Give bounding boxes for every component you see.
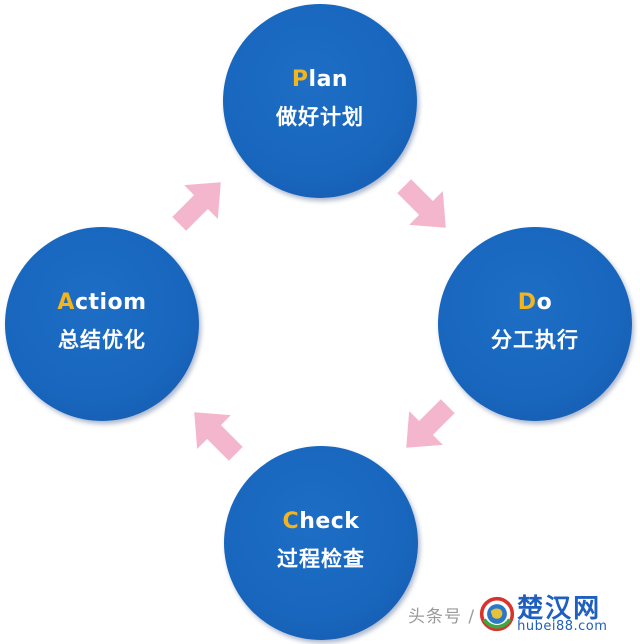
arrow-down-right-icon bbox=[390, 172, 460, 242]
globe-logo-icon bbox=[479, 596, 515, 632]
arrow-down-left-icon bbox=[392, 392, 462, 462]
node-act-subtitle: 总结优化 bbox=[58, 328, 146, 352]
arrow-up-left-icon bbox=[180, 398, 250, 468]
node-plan: Plan 做好计划 bbox=[223, 4, 417, 198]
node-do-subtitle: 分工执行 bbox=[491, 328, 579, 352]
accent-letter: D bbox=[517, 290, 537, 315]
node-plan-title: Plan bbox=[292, 67, 348, 93]
accent-letter: P bbox=[291, 67, 309, 92]
watermark: 头条号 / 楚汉网 hubei88.com bbox=[408, 592, 607, 636]
title-rest: lan bbox=[308, 67, 349, 92]
node-plan-subtitle: 做好计划 bbox=[276, 105, 364, 129]
brand-domain: hubei88.com bbox=[517, 618, 608, 634]
brand-name: 楚汉网 bbox=[517, 593, 602, 624]
node-act-title: Actiom bbox=[57, 290, 146, 316]
watermark-source: 头条号 / bbox=[408, 606, 476, 627]
node-check-title: Check bbox=[283, 509, 360, 535]
accent-letter: C bbox=[282, 509, 300, 534]
arrow-up-right-icon bbox=[165, 168, 235, 238]
node-do: Do 分工执行 bbox=[438, 227, 632, 421]
title-rest: heck bbox=[299, 509, 360, 534]
accent-letter: A bbox=[57, 290, 75, 315]
brand: 楚汉网 hubei88.com bbox=[517, 596, 607, 633]
title-rest: o bbox=[536, 290, 553, 315]
title-rest: ctiom bbox=[74, 290, 147, 315]
node-act: Actiom 总结优化 bbox=[5, 227, 199, 421]
node-check: Check 过程检查 bbox=[224, 446, 418, 640]
node-check-subtitle: 过程检查 bbox=[277, 547, 365, 571]
node-do-title: Do bbox=[518, 290, 552, 316]
